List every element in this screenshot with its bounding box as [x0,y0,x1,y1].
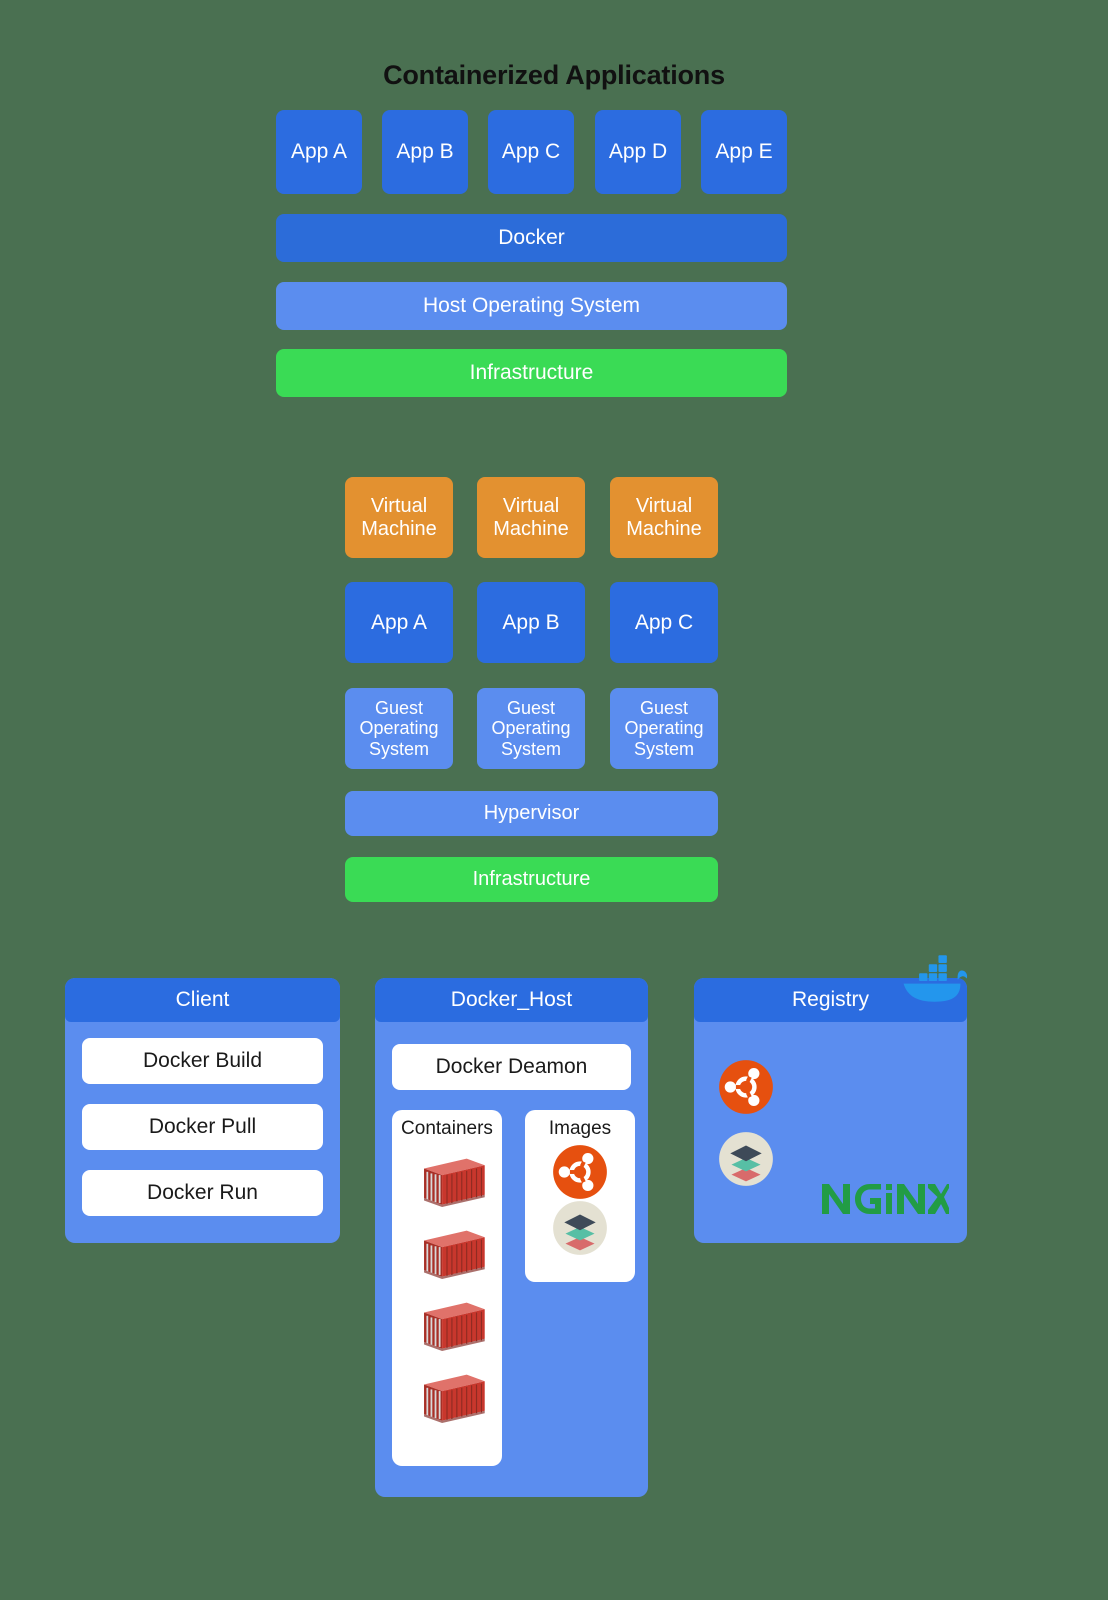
registry-panel: Registry [694,978,967,1243]
client-action-list: Docker Build Docker Pull Docker Run [65,1022,340,1216]
client-panel-title: Client [65,978,340,1022]
shipping-container-icon [424,1230,485,1280]
shipping-container-icon [424,1302,485,1352]
layer-infrastructure-vm: Infrastructure [345,857,718,902]
app-box-e: App E [701,110,787,194]
vm-app-box-c: App C [610,582,718,663]
virtual-machine-box-1: Virtual Machine [345,477,453,558]
guest-operating-system-box-3: Guest Operating System [610,688,718,769]
shipping-container-icon [424,1158,485,1208]
guest-operating-system-box-1: Guest Operating System [345,688,453,769]
app-box-c: App C [488,110,574,194]
docker-run-button[interactable]: Docker Run [82,1170,323,1216]
layers-stack-icon [719,1132,773,1186]
docker-build-button[interactable]: Docker Build [82,1038,323,1084]
app-box-a: App A [276,110,362,194]
ubuntu-logo-icon [719,1060,773,1114]
app-box-b: App B [382,110,468,194]
virtual-machine-box-3: Virtual Machine [610,477,718,558]
shipping-container-icon [424,1374,485,1424]
registry-body [694,1022,967,1243]
docker-whale-icon [903,955,968,1002]
app-box-d: App D [595,110,681,194]
virtual-machine-box-2: Virtual Machine [477,477,585,558]
containers-card-title: Containers [401,1118,493,1139]
docker-host-panel: Docker_Host Docker Deamon Containers [375,978,648,1497]
images-card: Images [525,1110,635,1282]
vm-app-box-a: App A [345,582,453,663]
client-panel: Client Docker Build Docker Pull Docker R… [65,978,340,1243]
images-card-title: Images [548,1118,612,1139]
nginx-logo-icon [822,1184,949,1214]
guest-operating-system-box-2: Guest Operating System [477,688,585,769]
docker-daemon-box: Docker Deamon [392,1044,631,1090]
vm-app-box-b: App B [477,582,585,663]
layer-infrastructure-container: Infrastructure [276,349,787,397]
containers-card: Containers [392,1110,502,1466]
ubuntu-logo-icon [553,1145,607,1199]
layer-hypervisor: Hypervisor [345,791,718,836]
layers-stack-icon [553,1201,607,1255]
layer-docker: Docker [276,214,787,262]
page-title: Containerized Applications [383,60,725,90]
layer-host-operating-system: Host Operating System [276,282,787,330]
docker-pull-button[interactable]: Docker Pull [82,1104,323,1150]
docker-host-panel-title: Docker_Host [375,978,648,1022]
